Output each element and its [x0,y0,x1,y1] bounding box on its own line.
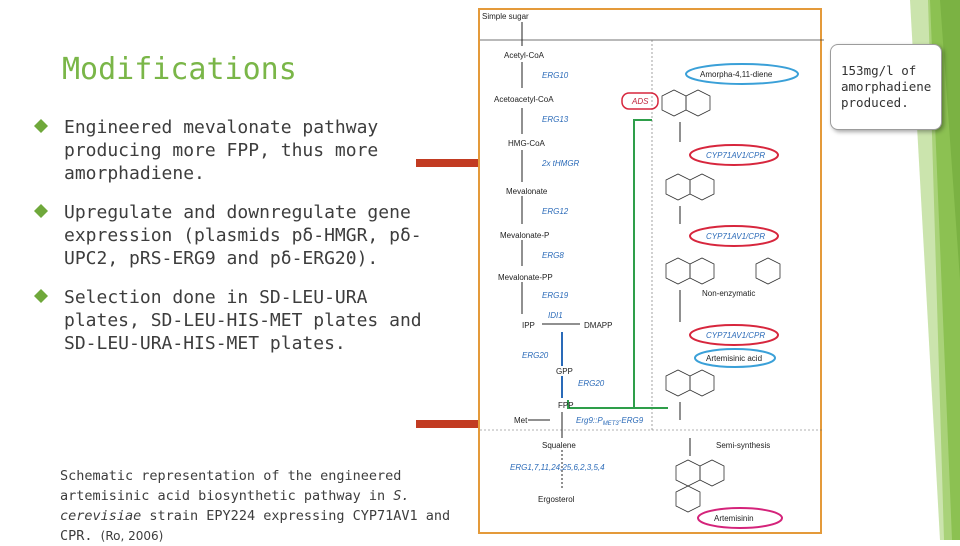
highlight-ellipse [697,507,783,529]
enzyme-label: ERG20 [578,379,605,388]
metabolite-label: Simple sugar [482,12,529,21]
metabolite-label: Acetyl-CoA [504,51,545,60]
highlight-ellipse [621,92,659,110]
caption-text: Schematic representation of the engineer… [60,468,402,504]
enzyme-label: 2x tHMGR [541,159,580,168]
enzyme-label: CYP71AV1/CPR [706,232,765,241]
product-label: Artemisinic acid [706,354,762,363]
metabolite-label: Met [514,416,528,425]
enzyme-label: ERG1,7,11,24,25,6,2,3,5,4 [510,463,605,472]
enzyme-label: CYP71AV1/CPR [706,151,765,160]
enzyme-label: ADS [631,97,649,106]
highlight-ellipse [685,63,799,85]
enzyme-label: ERG12 [542,207,569,216]
molecule-structure [661,89,781,513]
process-label: Semi-synthesis [716,441,770,450]
diamond-bullet-icon [34,289,48,303]
bullet-text: Upregulate and downregulate gene express… [64,202,422,269]
enzyme-label: ERG13 [542,115,569,124]
bullet-text: Engineered mevalonate pathway producing … [64,117,379,184]
highlight-ellipse [689,144,779,166]
metabolite-label: IPP [522,321,535,330]
bullet-item: Selection done in SD-LEU-URA plates, SD-… [34,286,434,355]
pathway-diagram: Simple sugar Acetyl-CoA Acetoacetyl-CoA … [480,12,824,529]
enzyme-label: ERG8 [542,251,564,260]
enzyme-label: CYP71AV1/CPR [706,331,765,340]
bullet-item: Upregulate and downregulate gene express… [34,201,434,270]
metabolite-label: Squalene [542,441,576,450]
highlight-ellipse [689,225,779,247]
product-label: Artemisinin [714,514,754,523]
process-label: Non-enzymatic [702,289,755,298]
pathway-figure: Simple sugar Acetyl-CoA Acetoacetyl-CoA … [478,8,824,534]
metabolite-label: Ergosterol [538,495,575,504]
enzyme-label: ERG20 [522,351,549,360]
caption-citation: (Ro, 2006) [100,529,164,543]
metabolite-label: FPP [558,401,574,410]
metabolite-label: DMAPP [584,321,612,330]
slide-title: Modifications [62,52,297,87]
enzyme-label: ERG10 [542,71,569,80]
bullet-text: Selection done in SD-LEU-URA plates, SD-… [64,287,422,354]
highlight-ellipse [689,324,779,346]
metabolite-label: Mevalonate [506,187,548,196]
metabolite-label: Acetoacetyl-CoA [494,95,554,104]
amorphadiene-callout: 153mg/l of amorphadiene produced. [830,44,942,130]
enzyme-label: IDI1 [548,311,563,320]
enzyme-label: Erg9::PMET3-ERG9 [576,416,644,427]
enzyme-label: ERG19 [542,291,569,300]
highlight-ellipse [694,348,776,368]
metabolite-label: GPP [556,367,573,376]
diamond-bullet-icon [34,204,48,218]
metabolite-label: Mevalonate-P [500,231,549,240]
pathway-arrows [679,122,691,456]
bullet-item: Engineered mevalonate pathway producing … [34,116,434,185]
metabolite-label: Mevalonate-PP [498,273,553,282]
product-label: Amorpha-4,11-diene [700,70,773,79]
pathway-branch-line [567,119,652,409]
caption-species: S. cerevisiae [60,488,410,524]
decorative-accent-strip [910,0,960,540]
figure-caption: Schematic representation of the engineer… [60,466,480,546]
metabolite-label: HMG-CoA [508,139,546,148]
diamond-bullet-icon [34,119,48,133]
pathway-arrows [521,22,580,490]
bullet-list: Engineered mevalonate pathway producing … [34,116,434,371]
